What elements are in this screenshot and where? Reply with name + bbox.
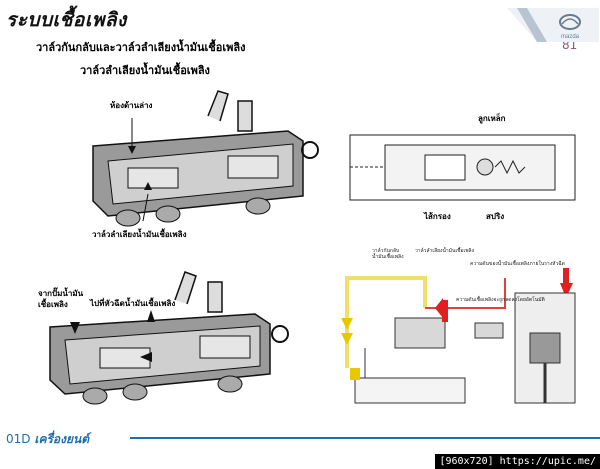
callout-auto-reduce: ความดันเชื้อเพลิงจะถูกลดลงโดยอัตโนมัติ xyxy=(456,297,545,303)
section-heading: วาล์วลำเลียงน้ำมันเชื้อเพลิง xyxy=(80,64,210,77)
callout-rail-pressure: ความดันของน้ำมันเชื้อเพลิงภายในรางหัวฉีด xyxy=(470,261,565,267)
footer-label: 01D เครื่องยนต์ xyxy=(6,430,89,449)
ball-label: ลูกเหล็ก xyxy=(478,114,506,123)
callout-check-valve: วาล์วกันกลับ xyxy=(372,248,400,254)
to-injector-label: ไปที่หัวฉีดน้ำมันเชื้อเพลิง xyxy=(90,299,176,308)
fuel-rail-diagram-bottom xyxy=(40,262,300,412)
valve-cross-section xyxy=(345,130,580,210)
fuel-rail-diagram-top xyxy=(88,86,328,236)
footer-divider xyxy=(130,437,600,439)
brand-logo: mazda xyxy=(507,8,599,42)
fuel-system-schematic xyxy=(335,238,585,410)
spring-label: สปริง xyxy=(486,212,505,221)
from-pump-label-1: จากปั๊มน้ำมัน xyxy=(38,289,84,298)
page-title: ระบบเชื้อเพลิง xyxy=(6,9,127,31)
callout-delivery-valve: วาล์วลำเลียงน้ำมันเชื้อเพลิง xyxy=(415,248,475,254)
lower-chamber-label: ห้องด้านล่าง xyxy=(110,101,153,110)
from-pump-label-2: เชื้อเพลิง xyxy=(38,300,68,309)
footer-name: เครื่องยนต์ xyxy=(34,432,90,446)
core-label: ไส้กรอง xyxy=(424,212,451,221)
watermark: [960x720] https://upic.me/ xyxy=(435,454,600,469)
logo-text: mazda xyxy=(561,34,580,40)
delivery-valve-label: วาล์วลำเลียงน้ำมันเชื้อเพลิง xyxy=(92,230,187,239)
callout-check-valve-2: น้ำมันเชื้อเพลิง xyxy=(372,254,404,260)
subtitle: วาล์วกันกลับและวาล์วลำเลียงน้ำมันเชื้อเพ… xyxy=(36,41,246,54)
footer-code: 01D xyxy=(6,432,31,446)
